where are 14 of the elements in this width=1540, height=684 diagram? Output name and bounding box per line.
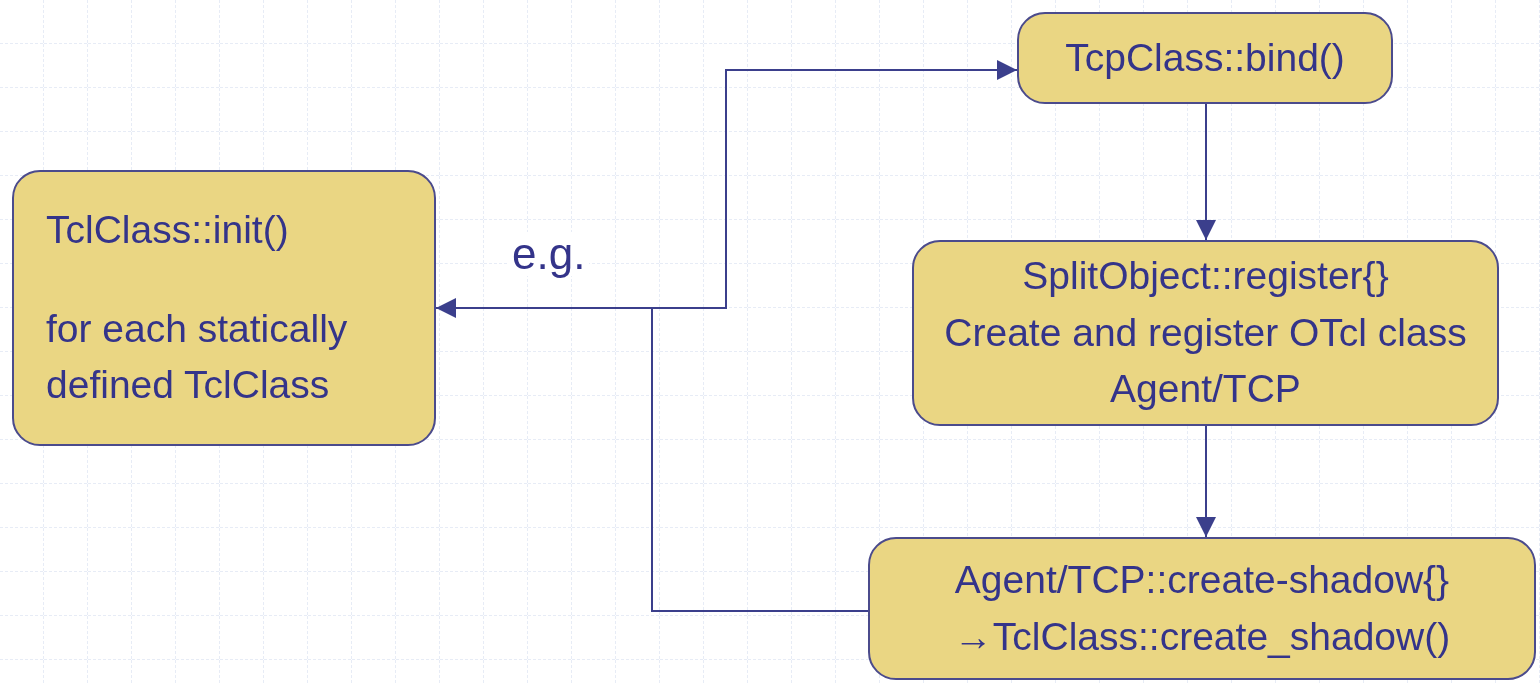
box-text: Create and register OTcl class Agent/TCP [943,309,1468,413]
box-text: for each statically defined TclClass [46,305,349,409]
edge-label: e.g. [508,232,590,276]
process-box [868,537,1536,680]
box-text: SplitObject::register{} [1022,253,1389,300]
box-text: TcpClass::bind() [1065,34,1345,81]
arrow [435,298,869,612]
process-box [912,240,1499,426]
arrow [1196,425,1216,538]
process-box [1017,12,1393,104]
box-text: TclClass::init() [46,207,289,254]
arrow [1196,103,1216,241]
box-text: Agent/TCP::create-shadow{} →TclClass::create_shadow() [952,556,1452,660]
process-box [12,170,436,446]
